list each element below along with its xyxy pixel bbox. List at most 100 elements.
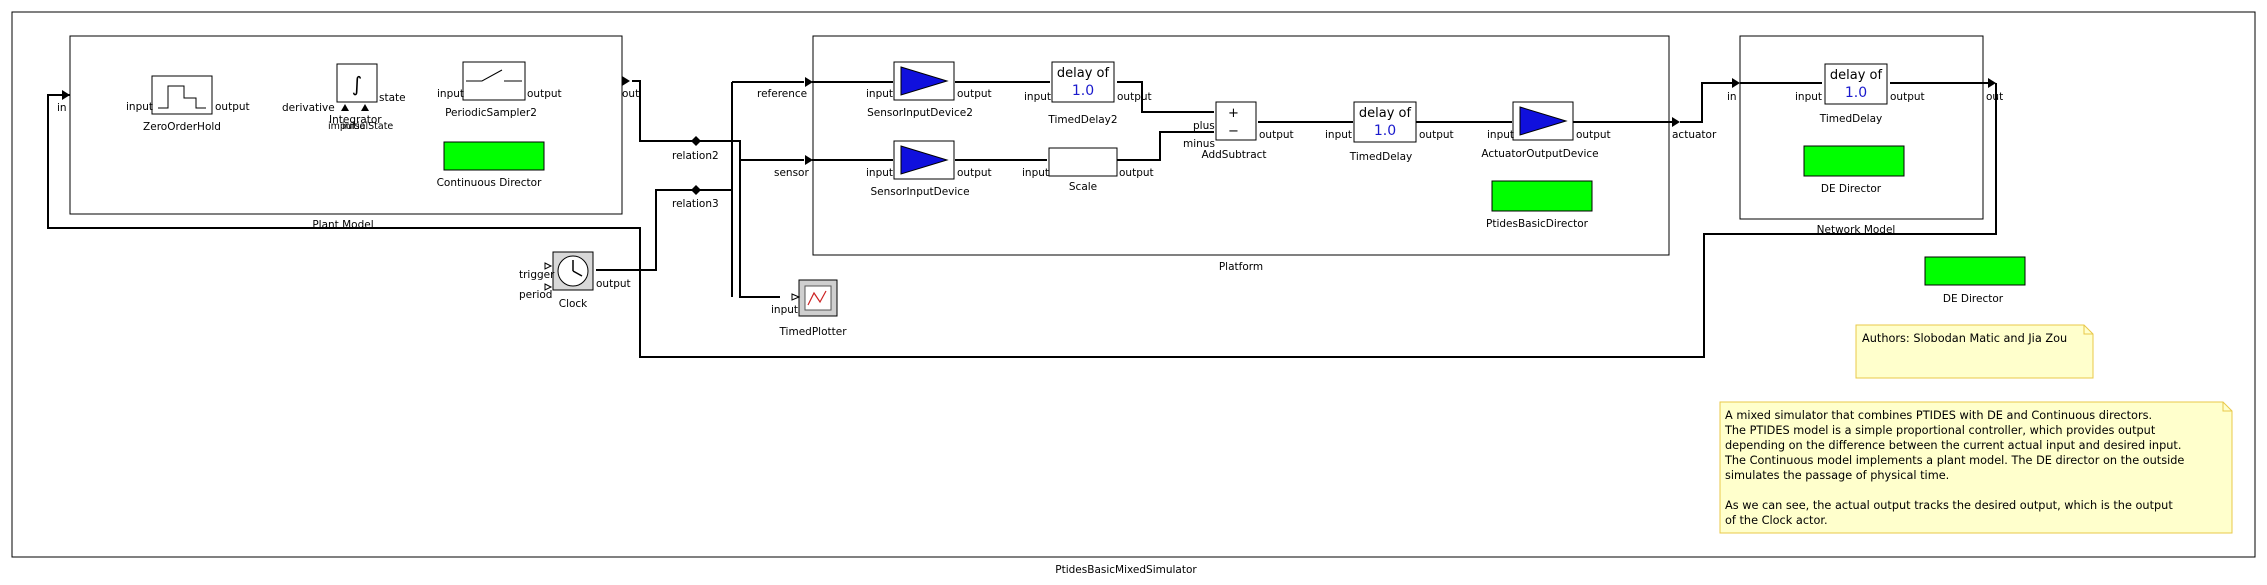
clock-period-port[interactable] — [544, 283, 553, 291]
ptides-director-label: PtidesBasicDirector — [1486, 218, 1589, 230]
platform[interactable]: Platform reference sensor actuator input… — [757, 35, 1717, 273]
network-de-director-icon[interactable] — [1803, 145, 1905, 177]
actuator-output-device[interactable]: input output ActuatorOutputDevice — [1481, 101, 1611, 160]
sensor2-output-label: output — [957, 88, 992, 100]
zero-order-hold[interactable]: input output ZeroOrderHold — [126, 75, 250, 133]
timed-delay2-caption: delay of — [1057, 66, 1110, 81]
minus-sign: − — [1228, 124, 1239, 139]
network-timed-delay-box[interactable] — [1824, 63, 1888, 105]
timed-delay2-name: TimedDelay2 — [1047, 114, 1117, 126]
network-model-title: Network Model — [1817, 224, 1896, 236]
timed-delay-input-label: input — [1325, 129, 1352, 141]
actuator-output-label: output — [1576, 129, 1611, 141]
scale[interactable]: input output Scale — [1022, 147, 1154, 193]
timed-delay2[interactable]: delay of 1.0 input output TimedDelay2 — [1024, 61, 1152, 126]
wire-scale-minus — [1117, 131, 1214, 161]
wire-clock-relation3 — [596, 189, 696, 271]
integrator-box[interactable] — [336, 63, 378, 103]
description-note-box — [1719, 401, 2233, 534]
top-de-director-icon[interactable] — [1924, 256, 2026, 286]
sensor-name: SensorInputDevice — [870, 186, 969, 198]
plant-model-title: Plant Model — [312, 219, 373, 231]
clock[interactable]: trigger period output Clock — [519, 251, 631, 310]
relation2-diamond[interactable] — [691, 136, 701, 146]
scale-output-label: output — [1119, 167, 1154, 179]
plot-line-icon — [807, 290, 827, 306]
authors-note[interactable]: Authors: Slobodan Matic and Jia Zou — [1855, 324, 2094, 379]
platform-frame[interactable] — [812, 35, 1670, 256]
sampler-name: PeriodicSampler2 — [445, 107, 537, 119]
zoh-name: ZeroOrderHold — [143, 121, 221, 133]
integrator[interactable]: ∫ derivative state Integrator impulse in… — [282, 63, 406, 132]
timed-plotter[interactable]: input TimedPlotter — [771, 279, 847, 338]
timed-delay2-value: 1.0 — [1072, 83, 1094, 99]
relation2-label: relation2 — [672, 150, 719, 162]
step-icon — [158, 85, 206, 109]
plant-out-label: out — [622, 88, 639, 100]
clock-name: Clock — [559, 298, 588, 310]
platform-actuator-label: actuator — [1672, 129, 1717, 141]
add-subtract-box[interactable] — [1215, 101, 1257, 141]
integral-icon: ∫ — [352, 72, 362, 96]
timed-delay-caption: delay of — [1359, 106, 1412, 121]
description-fold-icon — [2222, 402, 2232, 412]
sensor2-name: SensorInputDevice2 — [867, 107, 973, 119]
description-line: simulates the passage of physical time. — [1725, 469, 1949, 482]
sensor-input-device[interactable]: input output SensorInputDevice — [866, 140, 992, 198]
top-de-director-label: DE Director — [1943, 293, 2004, 305]
sensor-triangle-icon — [900, 145, 949, 175]
integrator-derivative-label: derivative — [282, 102, 335, 114]
network-out-label: out — [1986, 91, 2003, 103]
zoh-input-label: input — [126, 101, 153, 113]
timed-delay-output-label: output — [1419, 129, 1454, 141]
description-line: The Continuous model implements a plant … — [1724, 454, 2184, 467]
clock-trigger-port[interactable] — [544, 262, 553, 270]
scale-box[interactable] — [1048, 147, 1118, 177]
plant-out-port[interactable] — [622, 76, 630, 86]
relation3-diamond[interactable] — [691, 185, 701, 195]
network-out-port[interactable] — [1988, 78, 1996, 88]
outer-model-frame — [11, 11, 2256, 558]
plotter-name: TimedPlotter — [778, 326, 847, 338]
network-model-frame[interactable] — [1739, 35, 1984, 220]
integrator-state-label: state — [379, 92, 406, 104]
wire-relation2-plotter — [696, 140, 780, 298]
sensor-input-device2[interactable]: input output SensorInputDevice2 — [866, 61, 992, 119]
description-text: A mixed simulator that combines PTIDES w… — [1724, 409, 2188, 527]
add-subtract[interactable]: + − plus minus output AddSubtract — [1183, 101, 1294, 161]
plotter-input-port[interactable] — [791, 293, 801, 301]
timed-delay[interactable]: delay of 1.0 input output TimedDelay — [1325, 101, 1454, 163]
network-in-port[interactable] — [1732, 78, 1740, 88]
timed-delay-value: 1.0 — [1374, 123, 1396, 139]
network-timed-delay[interactable]: delay of 1.0 input output TimedDelay — [1795, 63, 1925, 125]
ptides-director-icon[interactable] — [1491, 180, 1593, 212]
sensor2-input-label: input — [866, 88, 893, 100]
note-fold-icon — [2083, 325, 2093, 335]
plant-model[interactable]: Plant Model in out input output ZeroOrde… — [57, 35, 639, 231]
network-model[interactable]: Network Model in out delay of 1.0 input … — [1727, 35, 2003, 236]
clock-hands-icon — [572, 260, 583, 277]
wire-plant-out — [632, 80, 736, 142]
timed-delay2-input-label: input — [1024, 91, 1051, 103]
platform-reference-port[interactable] — [805, 77, 813, 87]
addsub-output-label: output — [1259, 129, 1294, 141]
platform-sensor-port[interactable] — [805, 155, 813, 165]
continuous-director-icon[interactable] — [443, 141, 545, 171]
platform-actuator-port[interactable] — [1672, 117, 1680, 127]
scale-input-label: input — [1022, 167, 1049, 179]
timed-delay2-box[interactable] — [1051, 61, 1115, 103]
description-line: The PTIDES model is a simple proportiona… — [1724, 424, 2156, 437]
integrator-initial-state-port[interactable] — [361, 104, 369, 111]
platform-reference-label: reference — [757, 88, 807, 100]
wire-feedback-loop — [47, 83, 1997, 358]
periodic-sampler[interactable]: input output PeriodicSampler2 — [437, 61, 562, 119]
actuator-name: ActuatorOutputDevice — [1481, 148, 1598, 160]
network-delay-input-label: input — [1795, 91, 1822, 103]
wire-platform-network — [1680, 82, 1732, 123]
network-delay-output-label: output — [1890, 91, 1925, 103]
description-note[interactable]: A mixed simulator that combines PTIDES w… — [1719, 401, 2233, 534]
sensor-output-label: output — [957, 167, 992, 179]
plant-in-port[interactable] — [62, 90, 70, 100]
timed-delay-box[interactable] — [1353, 101, 1417, 143]
integrator-impulse-port[interactable] — [341, 104, 349, 111]
